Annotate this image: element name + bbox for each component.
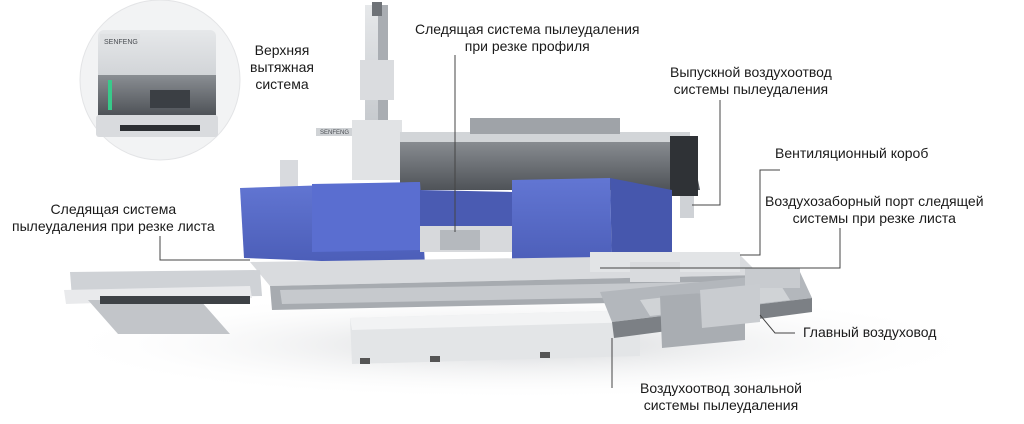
gantry-side-unit [280, 160, 298, 190]
label-main-duct: Главный воздуховод [803, 324, 937, 340]
leader-main-duct [759, 314, 795, 334]
vertical-mast: SENFENG [316, 2, 402, 180]
leader-lines [159, 55, 841, 388]
leader-vent-box [740, 169, 780, 256]
front-tray [350, 310, 640, 364]
label-sheet-tracking: Следящая система пылеудаления при резке … [12, 201, 215, 234]
label-vent-box: Вентиляционный короб [775, 145, 929, 161]
label-profile-tracking: Следящая система пылеудаления при резке … [415, 21, 640, 54]
loading-table [64, 270, 262, 334]
leader-exhaust-outlet [692, 100, 721, 206]
label-zonal-outlet: Воздухоотвод зональной системы пылеудале… [640, 380, 802, 413]
label-top-extraction: Верхняя вытяжная система [250, 42, 314, 92]
label-exhaust-outlet: Выпускной воздухоотвод системы пылеудале… [670, 64, 832, 97]
gantry-beam [400, 118, 700, 218]
leader-intake-port [600, 228, 841, 269]
label-intake-port: Воздухозаборный порт следящей системы пр… [765, 193, 984, 226]
brand-logo-inset: SENFENG [104, 39, 138, 46]
inset-top-extraction: SENFENG [79, 0, 241, 161]
blue-housing [240, 178, 672, 268]
brand-logo-mast: SENFENG [320, 130, 349, 136]
leader-sheet-tracking [159, 236, 250, 261]
right-cabinets [630, 262, 760, 348]
